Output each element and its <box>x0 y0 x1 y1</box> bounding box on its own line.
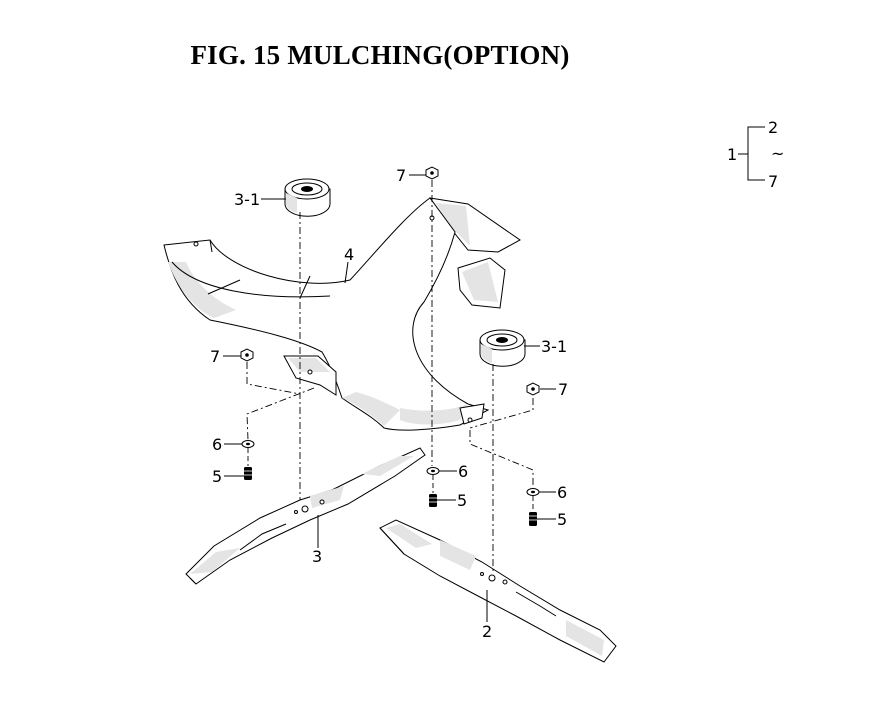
washer-6-right <box>526 488 540 496</box>
callout-3-1-top: 3-1 <box>234 190 260 209</box>
bolt-5-mid <box>429 494 437 507</box>
callout-7-right: 7 <box>558 380 568 399</box>
callout-3-1-right: 3-1 <box>541 337 567 356</box>
blade-2 <box>379 519 617 663</box>
legend-assembly-number: 1 <box>727 145 737 164</box>
nut-7-top <box>425 166 439 180</box>
cap-3-1-top <box>284 178 331 217</box>
bolt-5-left <box>244 467 252 480</box>
assembly-legend: 1 2 ~ 7 <box>727 118 784 191</box>
assembly-center-lines <box>246 180 534 572</box>
legend-range-end: 7 <box>768 172 778 191</box>
nut-7-left <box>240 348 254 362</box>
cap-3-1-right <box>479 329 526 367</box>
legend-range-separator: ~ <box>771 144 784 163</box>
callout-4: 4 <box>344 245 354 264</box>
figure-title: FIG. 15 MULCHING(OPTION) <box>190 40 570 70</box>
callout-7-left: 7 <box>210 347 220 366</box>
callout-6-mid: 6 <box>458 462 468 481</box>
washer-6-mid <box>426 467 440 475</box>
callout-3: 3 <box>312 547 322 566</box>
legend-range-start: 2 <box>768 118 778 137</box>
callout-6-left: 6 <box>212 435 222 454</box>
blade-3 <box>185 447 426 585</box>
nut-7-right <box>526 382 540 396</box>
bolt-5-right <box>529 512 537 526</box>
leader-lines <box>223 174 556 622</box>
callout-7-top: 7 <box>396 166 406 185</box>
callout-2: 2 <box>482 622 492 641</box>
callout-labels: 3-1 3-1 4 7 7 7 6 6 6 5 5 5 3 2 <box>210 166 568 641</box>
washer-6-left <box>241 440 255 448</box>
callout-5-left: 5 <box>212 467 222 486</box>
callout-5-mid: 5 <box>457 491 467 510</box>
callout-6-right: 6 <box>557 483 567 502</box>
mulching-cover-plate <box>163 197 521 431</box>
callout-5-right: 5 <box>557 510 567 529</box>
